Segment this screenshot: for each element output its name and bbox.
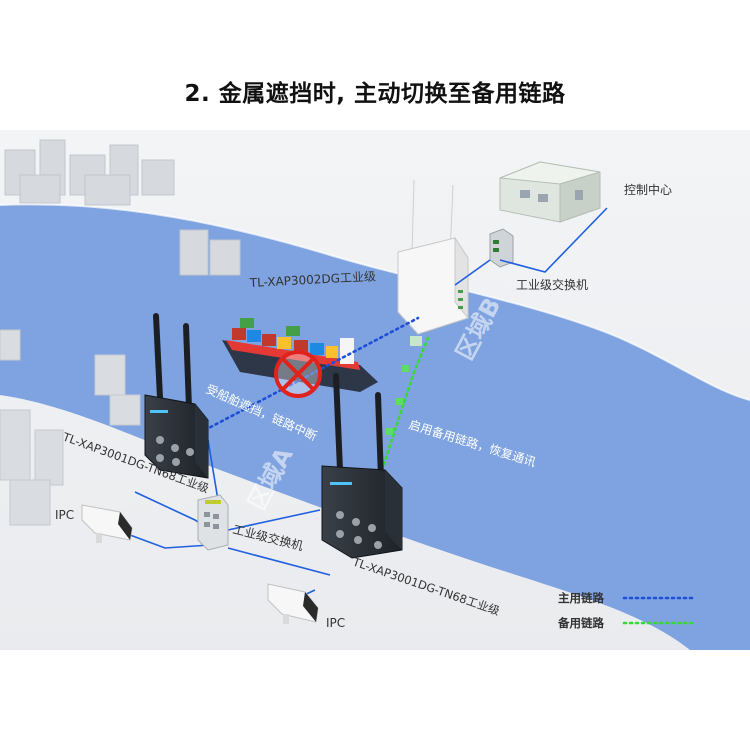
label-ap-top: TL-XAP3002DG工业级 — [248, 269, 376, 290]
ipc-camera-right — [267, 583, 319, 624]
label-ipc-right: IPC — [326, 616, 345, 630]
network-diagram: 控制中心 工业级交换机 TL-XAP3002DG工业级 区域B 区域A — [0, 130, 750, 650]
primary-link — [203, 316, 420, 432]
backup-link — [380, 336, 430, 472]
prohibited-icon — [274, 350, 322, 398]
legend-main-label: 主用链路 — [558, 591, 604, 605]
label-control-center: 控制中心 — [624, 182, 672, 197]
ap-right-device — [321, 373, 403, 559]
city-buildings-bottom — [0, 329, 141, 526]
label-switch-top: 工业级交换机 — [516, 277, 588, 292]
switch-top-device — [489, 228, 514, 268]
river — [0, 204, 750, 650]
label-ipc-left: IPC — [55, 508, 74, 522]
city-buildings-top — [4, 139, 241, 276]
switch-bottom-device — [197, 494, 229, 551]
ap-left-device — [144, 313, 209, 479]
control-center-building — [499, 161, 601, 223]
legend: 主用链路 备用链路 — [557, 591, 694, 630]
ap-top-device — [397, 176, 469, 346]
ethernet-cables — [129, 207, 608, 598]
legend-backup-label: 备用链路 — [557, 616, 604, 630]
ipc-camera-left — [81, 504, 133, 543]
backup-relay-markers — [386, 365, 409, 435]
page-title: 2. 金属遮挡时, 主动切换至备用链路 — [184, 81, 566, 107]
